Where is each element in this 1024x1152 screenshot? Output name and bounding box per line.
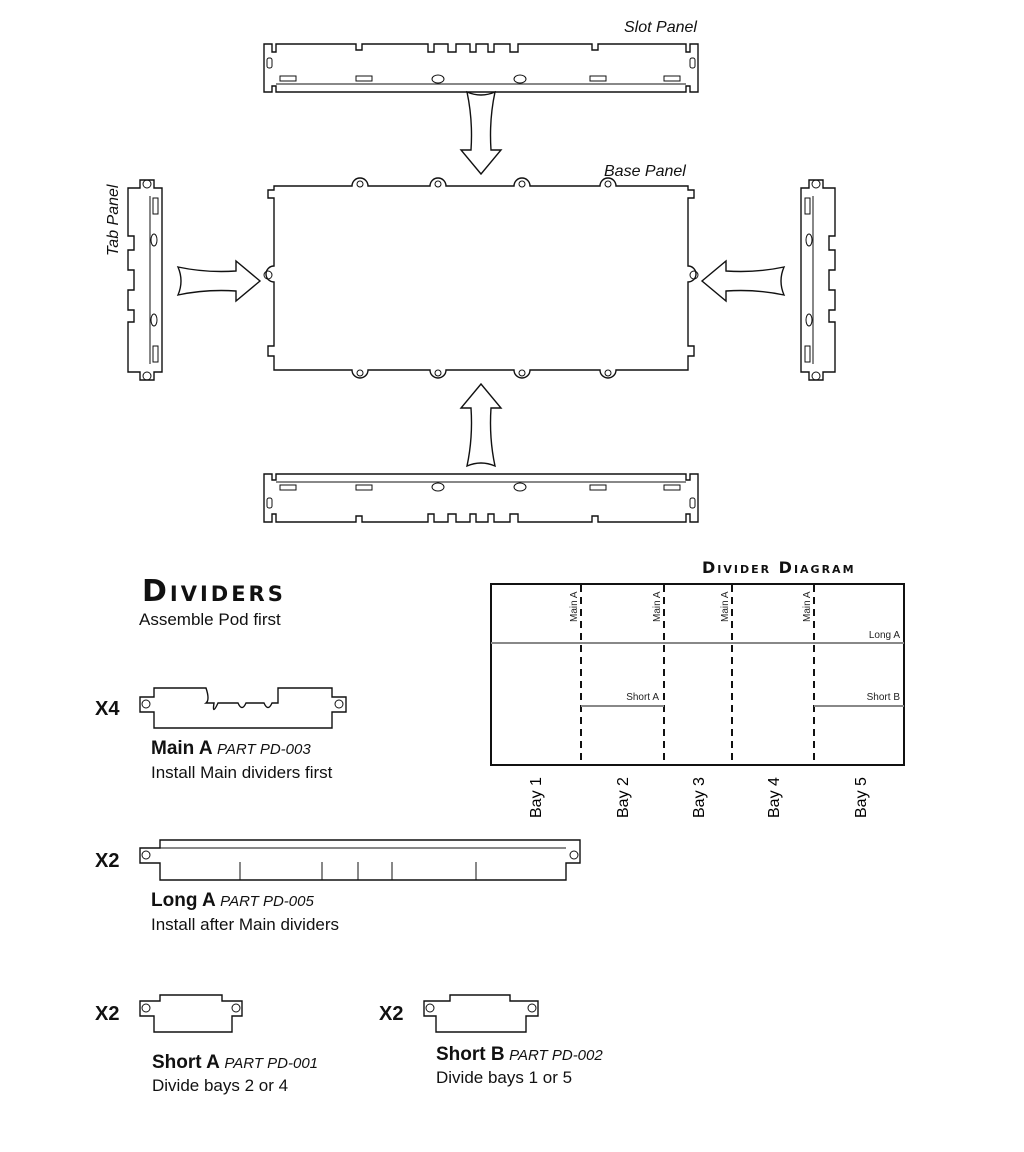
tab-panel-right	[800, 179, 836, 381]
short-b-divider-part	[423, 994, 539, 1033]
main-divider-label: Main A	[802, 591, 813, 622]
short-b-qty: X2	[379, 1003, 404, 1025]
short-b-note: Divide bays 1 or 5	[436, 1068, 573, 1087]
bay-label: Bay 3	[691, 777, 708, 818]
short-a-qty: X2	[95, 1003, 120, 1025]
short-b-part-code: PART PD-002	[509, 1047, 603, 1064]
base-panel-label: Base Panel	[604, 163, 686, 180]
main-divider-label: Main A	[652, 591, 663, 622]
main-a-heading: Main A PART PD-003	[151, 738, 311, 760]
main-a-divider-part	[139, 687, 347, 729]
tab-panel-label: Tab Panel	[105, 184, 122, 256]
arrow-down-icon	[460, 91, 502, 175]
bay-label: Bay 4	[766, 777, 783, 818]
long-a-name: Long A	[151, 890, 216, 911]
arrow-up-icon	[460, 383, 502, 467]
short-a-heading: Short A PART PD-001	[152, 1052, 318, 1074]
short-a-note: Divide bays 2 or 4	[152, 1076, 289, 1095]
main-a-name: Main A	[151, 738, 213, 759]
main-divider-label: Main A	[720, 591, 731, 622]
short-a-divider-part	[139, 994, 243, 1033]
short-b-divider-label: Short B	[867, 692, 901, 703]
short-a-name: Short A	[152, 1052, 220, 1073]
long-a-note: Install after Main dividers	[151, 915, 340, 934]
short-a-divider-label: Short A	[626, 692, 659, 703]
main-a-note: Install Main dividers first	[151, 763, 333, 782]
bay-label: Bay 2	[615, 777, 632, 818]
divider-diagram-title: Divider Diagram	[702, 558, 856, 577]
divider-diagram: Main A Main A Main A Main A Long A Short…	[490, 583, 905, 818]
short-b-heading: Short B PART PD-002	[436, 1044, 603, 1066]
dividers-title: Dividers	[142, 574, 286, 609]
base-panel	[263, 177, 699, 379]
bay-label: Bay 5	[853, 777, 870, 818]
long-a-heading: Long A PART PD-005	[151, 890, 314, 912]
main-a-qty: X4	[95, 698, 120, 720]
main-divider-label: Main A	[569, 591, 580, 622]
slot-panel-label: Slot Panel	[624, 19, 697, 36]
dividers-subtitle: Assemble Pod first	[139, 610, 281, 629]
long-a-qty: X2	[95, 850, 120, 872]
slot-panel	[263, 43, 699, 93]
main-a-part-code: PART PD-003	[217, 741, 311, 758]
tab-panel-left	[127, 179, 163, 381]
long-a-divider-part	[139, 839, 581, 881]
long-a-part-code: PART PD-005	[220, 893, 314, 910]
arrow-right-icon	[177, 260, 261, 302]
short-b-name: Short B	[436, 1044, 505, 1065]
bay-label: Bay 1	[528, 777, 545, 818]
arrow-left-icon	[701, 260, 785, 302]
slot-panel-bottom	[263, 473, 699, 523]
long-divider-label: Long A	[869, 630, 900, 641]
short-a-part-code: PART PD-001	[224, 1055, 319, 1072]
